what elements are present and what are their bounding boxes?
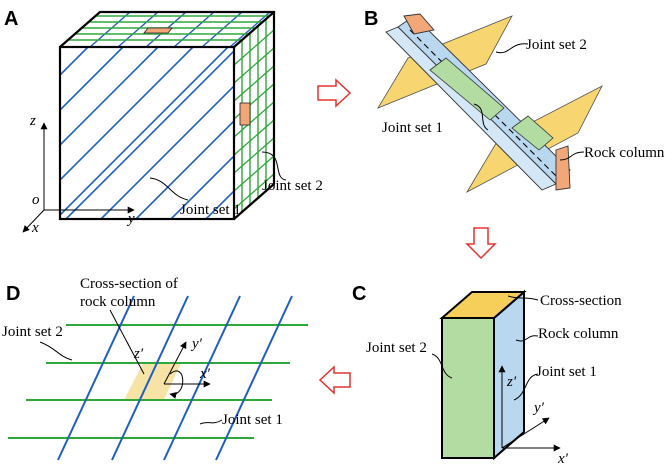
joint-set-1-leader-b <box>473 103 489 131</box>
axis-origin-label: o <box>32 192 40 208</box>
cross-section-leader-d <box>109 309 145 375</box>
axes-a <box>22 122 135 233</box>
joint-set-2-leader-c <box>431 353 453 379</box>
joint-set-2-lines-d <box>8 324 308 439</box>
cube-side-face <box>234 12 274 219</box>
axes-d <box>163 341 211 399</box>
rock-column-leader-c <box>515 335 539 342</box>
cube-outline <box>58 10 276 221</box>
joint-set-2-leader-b <box>495 43 529 54</box>
panel-c: C z′ y′ x′ Cross-section Rock column Joi… <box>352 283 622 467</box>
axis-y-prime-c: y′ <box>532 400 545 416</box>
panel-a: A <box>4 8 323 236</box>
joint-set-2-label-c: Joint set 2 <box>366 340 427 356</box>
rock-end-cap-top <box>403 13 435 35</box>
axis-x-prime-c: x′ <box>557 451 569 467</box>
arrow-b-to-c <box>465 227 497 260</box>
panel-a-letter: A <box>4 8 18 30</box>
joint-set-2-label-d: Joint set 2 <box>2 324 63 340</box>
cross-section-of-label-d: Cross-section of <box>80 276 178 292</box>
front-joint-set-1-lines <box>60 47 234 219</box>
top-rock-block <box>143 27 173 34</box>
rock-column-label-b: Rock column <box>584 145 665 161</box>
panel-c-letter: C <box>352 283 366 305</box>
axis-z-label: z <box>29 113 36 129</box>
joint-set-1-label-d: Joint set 1 <box>222 412 283 428</box>
rock-column-label-c: Rock column <box>538 326 619 342</box>
joint-set-1-leader-c <box>513 373 539 401</box>
cross-section-area-d <box>124 363 181 400</box>
joint-set-1-leader-d <box>199 419 223 425</box>
axis-x-label: x <box>31 220 39 236</box>
joint-set-1-lines-d <box>57 295 293 461</box>
rock-column-leader-b <box>559 151 585 161</box>
joint-set-2-label-b: Joint set 2 <box>526 37 587 53</box>
column-front-green <box>441 317 495 459</box>
axis-y-prime-d: y′ <box>190 336 203 352</box>
side-face-grid <box>234 19 274 212</box>
joint-set-1-leader-a <box>149 177 189 201</box>
column-top-cross-section <box>439 291 527 319</box>
panel-d-letter: D <box>6 283 20 305</box>
arrow-c-to-d <box>318 365 351 395</box>
rock-column-label-d: rock column <box>80 294 156 310</box>
side-rock-block <box>239 102 251 126</box>
panel-d: D z′ y′ x′ Cross-section of rock colum <box>2 276 308 461</box>
cross-section-label-c: Cross-section <box>540 293 622 309</box>
cube-front-face <box>60 47 234 219</box>
arrow-a-to-b <box>317 78 352 108</box>
rock-end-cap-bottom <box>555 145 571 191</box>
joint-set-1-label-c: Joint set 1 <box>536 364 597 380</box>
axis-z-prime-c: z′ <box>506 374 517 390</box>
joint-set-1-label-b: Joint set 1 <box>382 120 443 136</box>
axes-c <box>498 365 561 452</box>
cross-section-leader-c <box>507 295 539 301</box>
axis-y-label: y <box>126 211 135 227</box>
panel-b-letter: B <box>364 8 378 30</box>
joint-set-2-label-a: Joint set 2 <box>262 178 323 194</box>
joint-set-2-leader-a <box>261 151 287 181</box>
joint-set-1-label-a: Joint set 1 <box>180 202 241 218</box>
joint-set-2-band-upper <box>429 57 505 121</box>
panel-b: B Joint set 2 Joint set 1 Rock column <box>364 8 665 194</box>
joint-set-2-leader-d <box>39 341 73 361</box>
axis-z-prime-d: z′ <box>133 346 144 362</box>
joint-set-2-band-lower <box>511 115 554 151</box>
axis-x-prime-d: x′ <box>199 366 211 382</box>
column-axis-dashed <box>409 29 561 181</box>
